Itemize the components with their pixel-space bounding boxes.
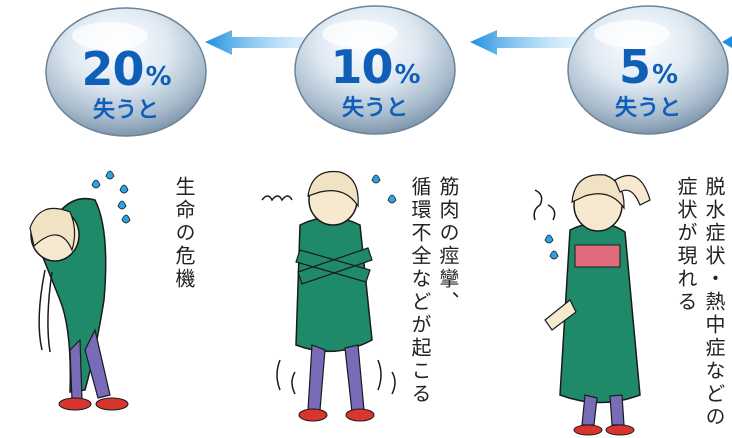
figure-cramping — [261, 170, 397, 422]
symptom-line: 症状が現れる — [674, 176, 698, 314]
percent-value: 10 — [330, 40, 393, 94]
percent-20: 20% — [41, 46, 211, 100]
lose-label: 失うと — [341, 96, 408, 121]
lose-label: 失うと — [92, 98, 159, 123]
symptom-line: 生命の危機 — [172, 176, 196, 291]
symptom-20: 生命の危機 — [170, 176, 198, 291]
percent-value: 5 — [618, 40, 651, 94]
arrow-incoming-right — [722, 36, 732, 48]
percent-value: 20 — [81, 42, 144, 96]
arrow-5-to-10 — [470, 30, 585, 55]
symptom-line: 脱水症状・熱中症などの — [702, 176, 726, 429]
figure-collapsing — [29, 170, 131, 411]
bubble-20-label: 20% 失うと — [41, 12, 211, 132]
lose-label: 失うと — [614, 96, 681, 121]
percent-unit: % — [651, 60, 678, 90]
percent-unit: % — [145, 62, 171, 92]
percent-unit: % — [394, 60, 420, 90]
percent-5: 5% — [563, 44, 732, 98]
symptom-line: 筋肉の痙攣、 — [436, 176, 460, 314]
arrow-10-to-20 — [205, 30, 320, 55]
percent-10: 10% — [290, 44, 460, 98]
symptom-line: 循環不全などが起こる — [408, 176, 432, 406]
symptom-10: 筋肉の痙攣、 循環不全などが起こる — [406, 176, 462, 406]
bubble-10-label: 10% 失うと — [290, 10, 460, 130]
symptom-5: 脱水症状・熱中症などの 症状が現れる — [672, 176, 728, 429]
bubble-5-label: 5% 失うと — [563, 10, 732, 130]
figure-dizzy — [533, 174, 651, 436]
